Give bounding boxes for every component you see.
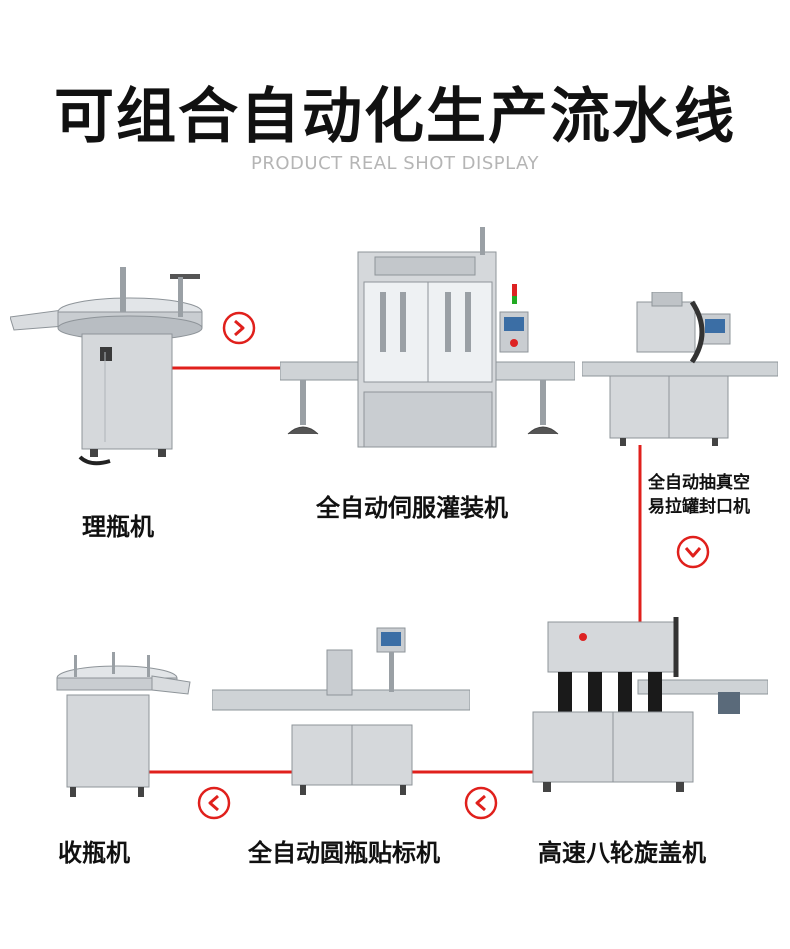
label-round-bottle-labeler: 全自动圆瓶贴标机 bbox=[248, 839, 440, 867]
label-servo-filler: 全自动伺服灌装机 bbox=[316, 494, 508, 522]
label-bottle-sorter: 理瓶机 bbox=[82, 513, 154, 541]
label-bottle-collector: 收瓶机 bbox=[58, 839, 130, 867]
arrow-down-icon bbox=[676, 535, 710, 569]
round-bottle-labeler-machine bbox=[212, 620, 470, 800]
arrow-left-icon bbox=[464, 786, 498, 820]
servo-filler-machine bbox=[280, 222, 575, 457]
page-title: 可组合自动化生产流水线 bbox=[54, 82, 736, 152]
arrow-right-icon bbox=[222, 311, 256, 345]
vacuum-sealer-machine bbox=[582, 292, 778, 452]
label-capping-machine: 高速八轮旋盖机 bbox=[538, 839, 706, 867]
bottle-sorter-machine bbox=[10, 262, 210, 477]
capping-machine bbox=[528, 612, 768, 802]
bottle-collector-machine bbox=[52, 650, 192, 805]
label-vacuum-sealer-line1: 全自动抽真空 bbox=[648, 473, 750, 493]
label-vacuum-sealer-line2: 易拉罐封口机 bbox=[648, 497, 750, 517]
page-subtitle: PRODUCT REAL SHOT DISPLAY bbox=[251, 153, 539, 174]
arrow-left-icon bbox=[197, 786, 231, 820]
